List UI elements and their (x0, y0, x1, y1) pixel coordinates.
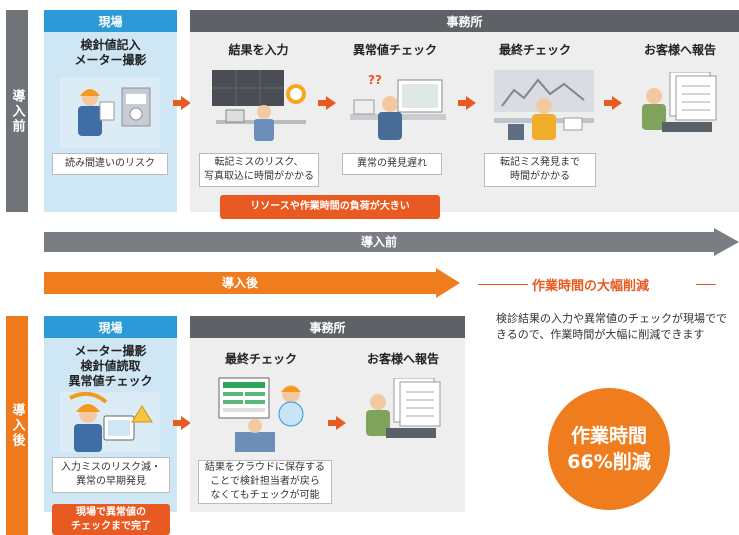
step-input-issue: 転記ミスのリスク、 写真取込に時間がかかる (199, 153, 319, 187)
anomaly-check-illustration: ?? (350, 73, 446, 140)
reduction-description: 検診結果の入力や異常値のチェックが現場でできるので、作業時間が大幅に削減できます (496, 312, 727, 341)
question-marks-icon: ?? (368, 73, 382, 87)
flow-arrow-icon (328, 416, 346, 430)
after-timeline-label: 導入後 (221, 275, 258, 290)
meter-worker-illustration (60, 78, 160, 148)
before-side-label: 導入前 (6, 10, 28, 212)
tablet-worker-illustration (60, 392, 160, 452)
before-timeline-arrow (44, 228, 739, 256)
after-step-final-note: 結果をクラウドに保存する ことで検針担当者が戻ら なくてもチェックが可能 (198, 460, 332, 504)
after-genba-header: 現場 (44, 316, 177, 338)
step-anomaly-issue: 異常の発見遅れ (342, 153, 442, 175)
after-step-report-title: お客様へ報告 (366, 352, 439, 366)
reduction-title: 作業時間の大幅削減 (532, 279, 650, 294)
step-anomaly-title: 異常値チェック (352, 43, 437, 57)
final-check-illustration (494, 70, 594, 140)
after-timeline-arrow (44, 268, 460, 298)
reduction-badge: 作業時間 66%削減 (548, 388, 670, 510)
flow-arrow-icon (458, 96, 476, 110)
before-timeline-label: 導入前 (360, 234, 397, 249)
step-report-title: お客様へ報告 (643, 43, 716, 57)
step-final-title: 最終チェック (498, 43, 571, 57)
flow-arrow-icon (318, 96, 336, 110)
before-genba-header: 現場 (44, 10, 177, 32)
after-side-label: 導入後 (6, 316, 28, 535)
after-step-final-title: 最終チェック (224, 352, 297, 366)
step-final-issue: 転記ミス発見まで 時間がかかる (484, 153, 596, 187)
flow-arrow-icon (173, 416, 191, 430)
badge-line-1: 作業時間 (570, 425, 647, 447)
reduction-line-right (696, 284, 716, 285)
after-genba-title: メーター撮影 検針値読取 異常値チェック (68, 344, 153, 388)
flow-arrow-icon (604, 96, 622, 110)
monitor-wall-illustration (212, 70, 306, 141)
report-illustration (642, 72, 717, 132)
before-office-header: 事務所 (190, 10, 739, 32)
after-office-header: 事務所 (190, 316, 465, 338)
burden-label: リソースや作業時間の負荷が大きい (220, 195, 440, 219)
after-genba-issue: 入力ミスのリスク減・ 異常の早期発見 (52, 457, 170, 493)
before-genba-issue: 読み間違いのリスク (52, 153, 168, 175)
after-genba-highlight: 現場で異常値の チェックまで完了 (52, 504, 170, 535)
step-input-title: 結果を入力 (228, 43, 289, 57)
flow-arrow-icon (173, 96, 191, 110)
cloud-check-illustration (218, 377, 304, 452)
badge-line-2: 66%削減 (567, 451, 651, 473)
after-report-illustration (366, 378, 441, 438)
before-genba-title: 検針値記入 メーター撮影 (74, 38, 147, 67)
reduction-line-left (478, 284, 528, 285)
